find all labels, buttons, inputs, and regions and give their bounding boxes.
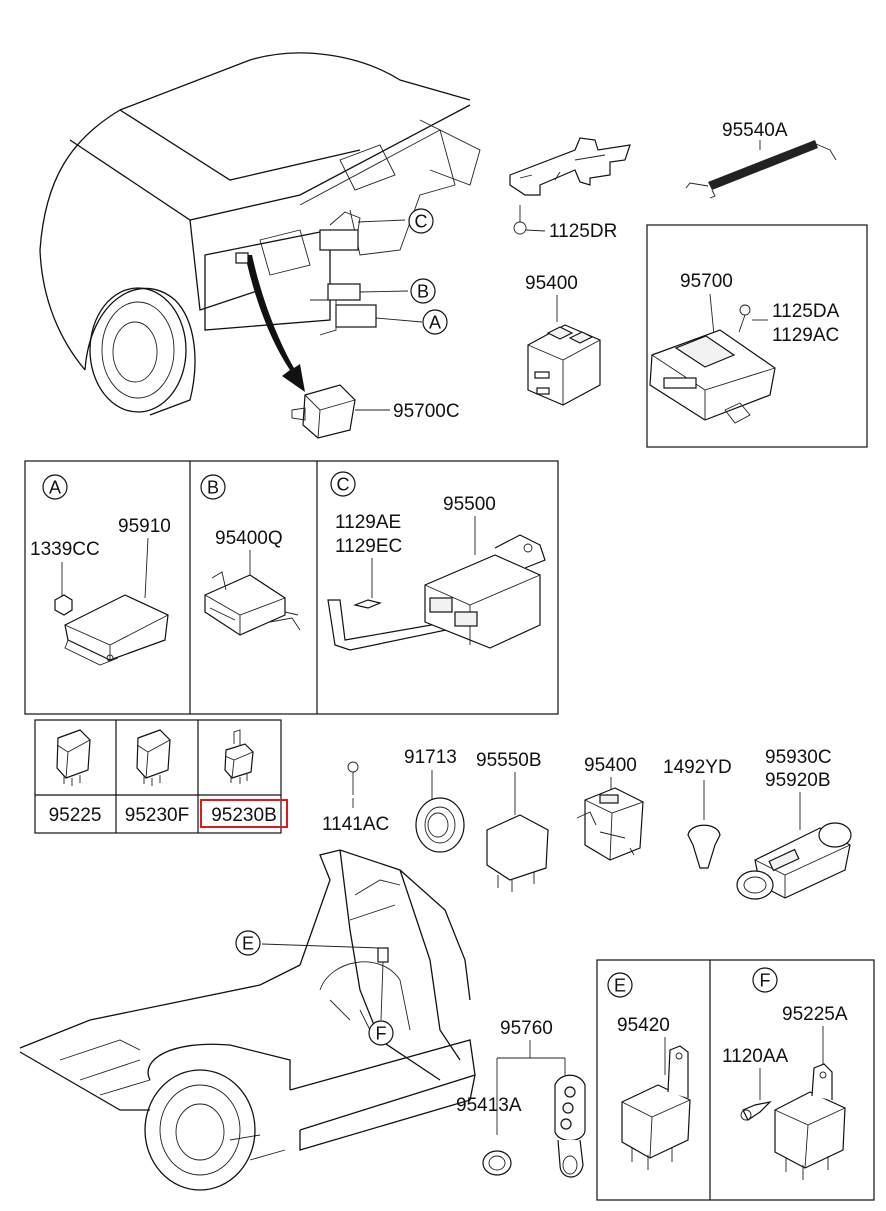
label-95225: 95225 xyxy=(49,805,102,826)
part-label-95420: 95420 xyxy=(617,1015,670,1036)
part-label-b: B xyxy=(417,282,429,302)
part-label-c: C xyxy=(337,475,350,495)
part-label-f: F xyxy=(376,1024,387,1044)
part-label-b: B xyxy=(207,478,219,498)
callout-b-top: B xyxy=(410,278,436,304)
part-label-1125dr: 1125DR xyxy=(549,221,617,242)
detail-b: B 95400Q xyxy=(200,474,301,636)
part-label-95700: 95700 xyxy=(680,271,733,292)
callout-c-top: C xyxy=(408,208,434,234)
part-label-95500: 95500 xyxy=(443,494,496,515)
detail-box-abc xyxy=(24,460,559,715)
part-label-e: E xyxy=(242,934,254,954)
part-95540a: 95540A xyxy=(685,120,837,199)
highlight-box xyxy=(200,799,288,828)
label-95230f: 95230F xyxy=(125,805,189,826)
part-label-95700c: 95700C xyxy=(393,401,460,422)
part-label-1125da: 1125DA xyxy=(772,301,840,322)
part-label-95400: 95400 xyxy=(584,755,637,776)
relay-table: 95225 95230F 95230B xyxy=(34,719,288,834)
part-95400-top: 95400 xyxy=(525,273,601,406)
part-label-1129ec: 1129EC xyxy=(335,536,402,557)
part-label-95400: 95400 xyxy=(525,273,578,294)
part-label-1120aa: 1120AA xyxy=(722,1046,789,1067)
part-95400-mid: 95400 xyxy=(576,755,644,861)
part-label-95400q: 95400Q xyxy=(215,528,283,549)
dashboard-illustration xyxy=(39,52,481,416)
part-label-1129ae: 1129AE xyxy=(335,512,401,533)
detail-box-ef xyxy=(596,959,875,1201)
part-label-f: F xyxy=(760,971,771,991)
part-label-95225a: 95225A xyxy=(782,1004,848,1025)
detail-a: A 95910 1339CC xyxy=(30,474,171,666)
part-label-95930c: 95930C xyxy=(765,747,832,768)
part-label-91713: 91713 xyxy=(404,747,457,768)
part-label-95550b: 95550B xyxy=(476,750,542,771)
detail-f: F 95225A 1120AA xyxy=(722,967,848,1180)
part-91713: 91713 xyxy=(404,747,465,853)
part-label-e: E xyxy=(614,976,626,996)
part-label-95540a: 95540A xyxy=(722,120,788,141)
part-1141ac: 1141AC xyxy=(322,761,389,835)
part-label-95910: 95910 xyxy=(118,516,171,537)
callout-e-bottom: E xyxy=(235,930,261,956)
detail-c: C 1129AE 1129EC 95500 xyxy=(327,471,546,651)
detail-e: E 95420 xyxy=(607,972,691,1170)
group-95700: 95700 1125DA 1129AC xyxy=(646,224,868,448)
part-95760: 95760 95413A xyxy=(456,1018,586,1178)
part-95700c: 95700C xyxy=(291,384,460,439)
part-label-1492yd: 1492YD xyxy=(663,757,732,778)
cargo-illustration xyxy=(19,849,476,1191)
part-95930c-95920b: 95930C 95920B xyxy=(736,747,852,900)
part-label-a: A xyxy=(429,313,441,333)
part-1492yd: 1492YD xyxy=(663,757,732,869)
part-bracket-1125dr: 1125DR xyxy=(509,137,631,242)
callout-f-bottom: F xyxy=(368,1020,394,1046)
part-label-a: A xyxy=(49,478,61,498)
part-label-1339cc: 1339CC xyxy=(30,539,100,560)
label-95230b: 95230B xyxy=(211,805,277,826)
part-label-c: C xyxy=(415,212,428,232)
part-label-1141ac: 1141AC xyxy=(322,814,389,835)
part-label-95760: 95760 xyxy=(500,1018,553,1039)
part-label-95920b: 95920B xyxy=(765,770,831,791)
part-95550b: 95550B xyxy=(476,750,549,892)
part-label-95413a: 95413A xyxy=(456,1095,522,1116)
callout-a-top: A xyxy=(422,309,448,335)
part-label-1129ac: 1129AC xyxy=(772,325,839,346)
